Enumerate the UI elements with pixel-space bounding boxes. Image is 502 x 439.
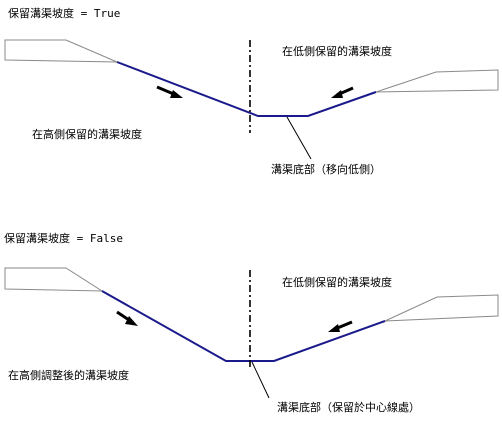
panel-true: 保留溝渠坡度 = True 在低側保留的溝渠坡度 在高側保留的溝渠坡度 溝渠底部… (4, 6, 499, 176)
label-bottom-false: 溝渠底部（保留於中心線處） (277, 400, 420, 414)
leader-bottom-false (251, 361, 270, 399)
channel-section-true (116, 61, 377, 117)
label-left-slope-true: 在高側保留的溝渠坡度 (32, 127, 142, 141)
terrain-right-block-false (384, 294, 499, 322)
label-right-slope-true: 在低側保留的溝渠坡度 (282, 44, 392, 58)
terrain-left-block-false (4, 267, 104, 292)
slope-arrow-left-false-head (125, 316, 138, 326)
slope-arrow-left-true-head (170, 90, 183, 98)
slope-arrow-right-true-head (331, 90, 343, 98)
panel-true-header: 保留溝渠坡度 = True (8, 6, 120, 20)
slope-arrow-right-false-head (328, 324, 340, 332)
label-left-slope-false: 在高側調整後的溝渠坡度 (8, 368, 129, 382)
panel-false-header: 保留溝渠坡度 = False (4, 231, 123, 245)
terrain-left-block-true (4, 39, 118, 63)
panel-false: 保留溝渠坡度 = False 在低側保留的溝渠坡度 在高側調整後的溝渠坡度 溝渠… (4, 231, 499, 414)
leader-bottom-true (286, 116, 312, 160)
label-right-slope-false: 在低側保留的溝渠坡度 (282, 275, 392, 289)
label-bottom-true: 溝渠底部（移向低側） (271, 162, 381, 176)
terrain-right-block-true (375, 69, 499, 93)
